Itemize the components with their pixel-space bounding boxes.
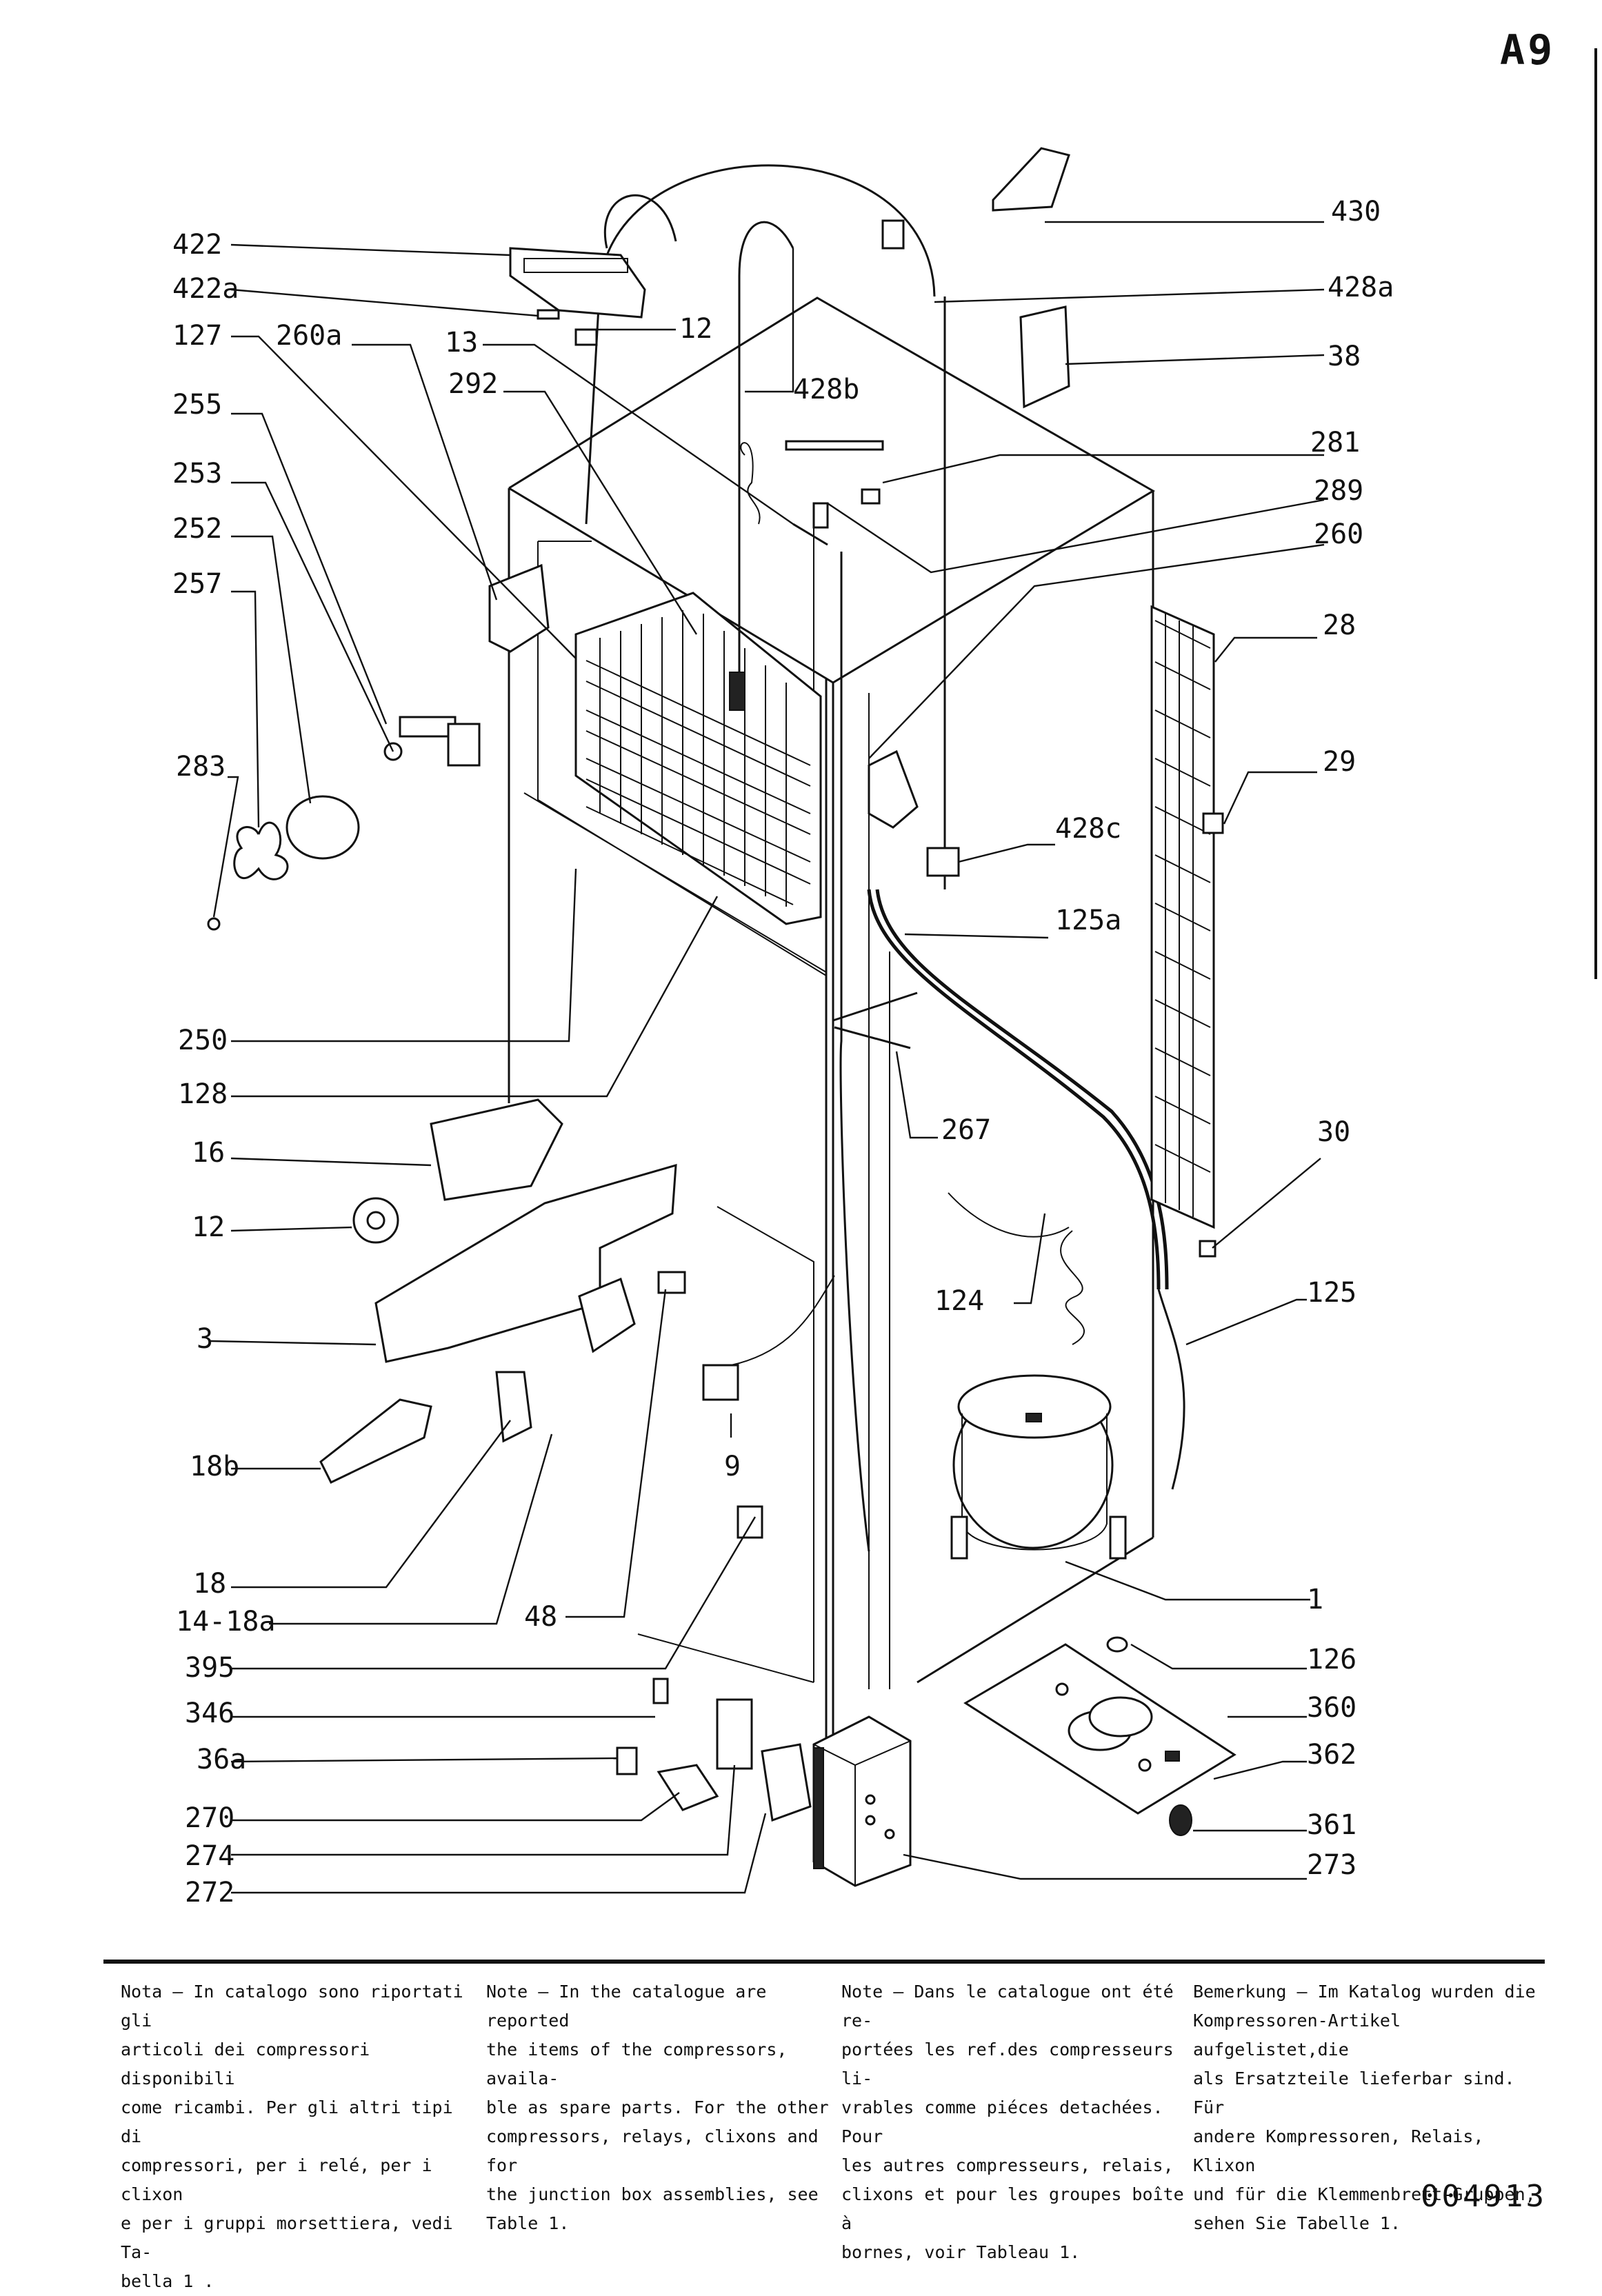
label-272: 272 (185, 1877, 234, 1909)
label-428b: 428b (793, 374, 859, 405)
small-parts (207, 147, 1224, 1822)
note-french: Note – Dans le catalogue ont été re- por… (841, 1982, 1184, 2262)
edge-rule (1594, 48, 1597, 979)
label-260a: 260a (276, 320, 342, 352)
label-29: 29 (1323, 746, 1356, 778)
label-422: 422 (172, 229, 222, 261)
label-270: 270 (185, 1802, 234, 1834)
label-1: 1 (1307, 1584, 1323, 1615)
notes-divider (103, 1960, 1545, 1964)
grommet-126 (1106, 1636, 1128, 1653)
callout-labels: 422 422a 127 260a 13 12 292 428b 430 428… (172, 196, 1394, 1909)
label-13: 13 (445, 327, 478, 359)
label-395: 395 (185, 1652, 234, 1684)
label-267: 267 (941, 1114, 991, 1146)
grommet-361 (1169, 1804, 1192, 1836)
label-3: 3 (197, 1323, 213, 1355)
label-289: 289 (1314, 475, 1363, 507)
label-18: 18 (193, 1568, 226, 1600)
label-274: 274 (185, 1840, 234, 1872)
label-260: 260 (1314, 518, 1363, 550)
junction-box (812, 1715, 912, 1887)
label-12-top: 12 (679, 313, 712, 345)
note-english: Note – In the catalogue are reported the… (486, 1982, 829, 2233)
label-126: 126 (1307, 1644, 1356, 1675)
evaporator (574, 592, 822, 925)
note-italian: Nota – In catalogo sono riportati gli ar… (121, 1982, 463, 2291)
label-125: 125 (1307, 1277, 1356, 1309)
label-360: 360 (1307, 1692, 1356, 1724)
label-18b: 18b (190, 1451, 239, 1482)
label-14-18a: 14-18a (176, 1606, 276, 1638)
label-253: 253 (172, 458, 222, 490)
label-257: 257 (172, 568, 222, 600)
label-28: 28 (1323, 610, 1356, 641)
label-362: 362 (1307, 1739, 1356, 1771)
label-281: 281 (1310, 427, 1360, 459)
label-283: 283 (176, 751, 226, 783)
label-48: 48 (524, 1601, 557, 1633)
cabinet-outline (508, 296, 1155, 1848)
label-9: 9 (724, 1451, 741, 1482)
label-30: 30 (1317, 1116, 1350, 1148)
label-428a: 428a (1328, 272, 1394, 303)
label-430: 430 (1331, 196, 1381, 228)
label-36a: 36a (197, 1744, 246, 1775)
leader-lines (210, 221, 1325, 1894)
label-12-mid: 12 (192, 1211, 225, 1243)
suction-hose (867, 889, 1161, 1290)
label-16: 16 (192, 1137, 225, 1169)
label-252: 252 (172, 513, 222, 545)
label-422a: 422a (172, 273, 239, 305)
label-428c: 428c (1055, 813, 1121, 845)
label-361: 361 (1307, 1809, 1356, 1841)
document-number: 004913 (1421, 2179, 1547, 2214)
label-292: 292 (448, 368, 498, 400)
label-127: 127 (172, 320, 222, 352)
label-125a: 125a (1055, 905, 1121, 936)
base-plate (963, 1643, 1236, 1815)
tubing (585, 164, 946, 1552)
label-255: 255 (172, 389, 222, 421)
label-124: 124 (934, 1285, 984, 1317)
condenser (1150, 605, 1215, 1229)
compressor (950, 1374, 1127, 1560)
label-38: 38 (1328, 341, 1361, 372)
label-346: 346 (185, 1698, 234, 1729)
note-german: Bemerkung – Im Katalog wurden die Kompre… (1193, 1982, 1536, 2233)
label-128: 128 (178, 1078, 228, 1110)
label-250: 250 (178, 1025, 228, 1056)
notes-section: Nota – In catalogo sono riportati gli ar… (121, 1977, 1541, 2291)
label-273: 273 (1307, 1849, 1356, 1881)
sheet-id: A9 (1500, 26, 1556, 74)
